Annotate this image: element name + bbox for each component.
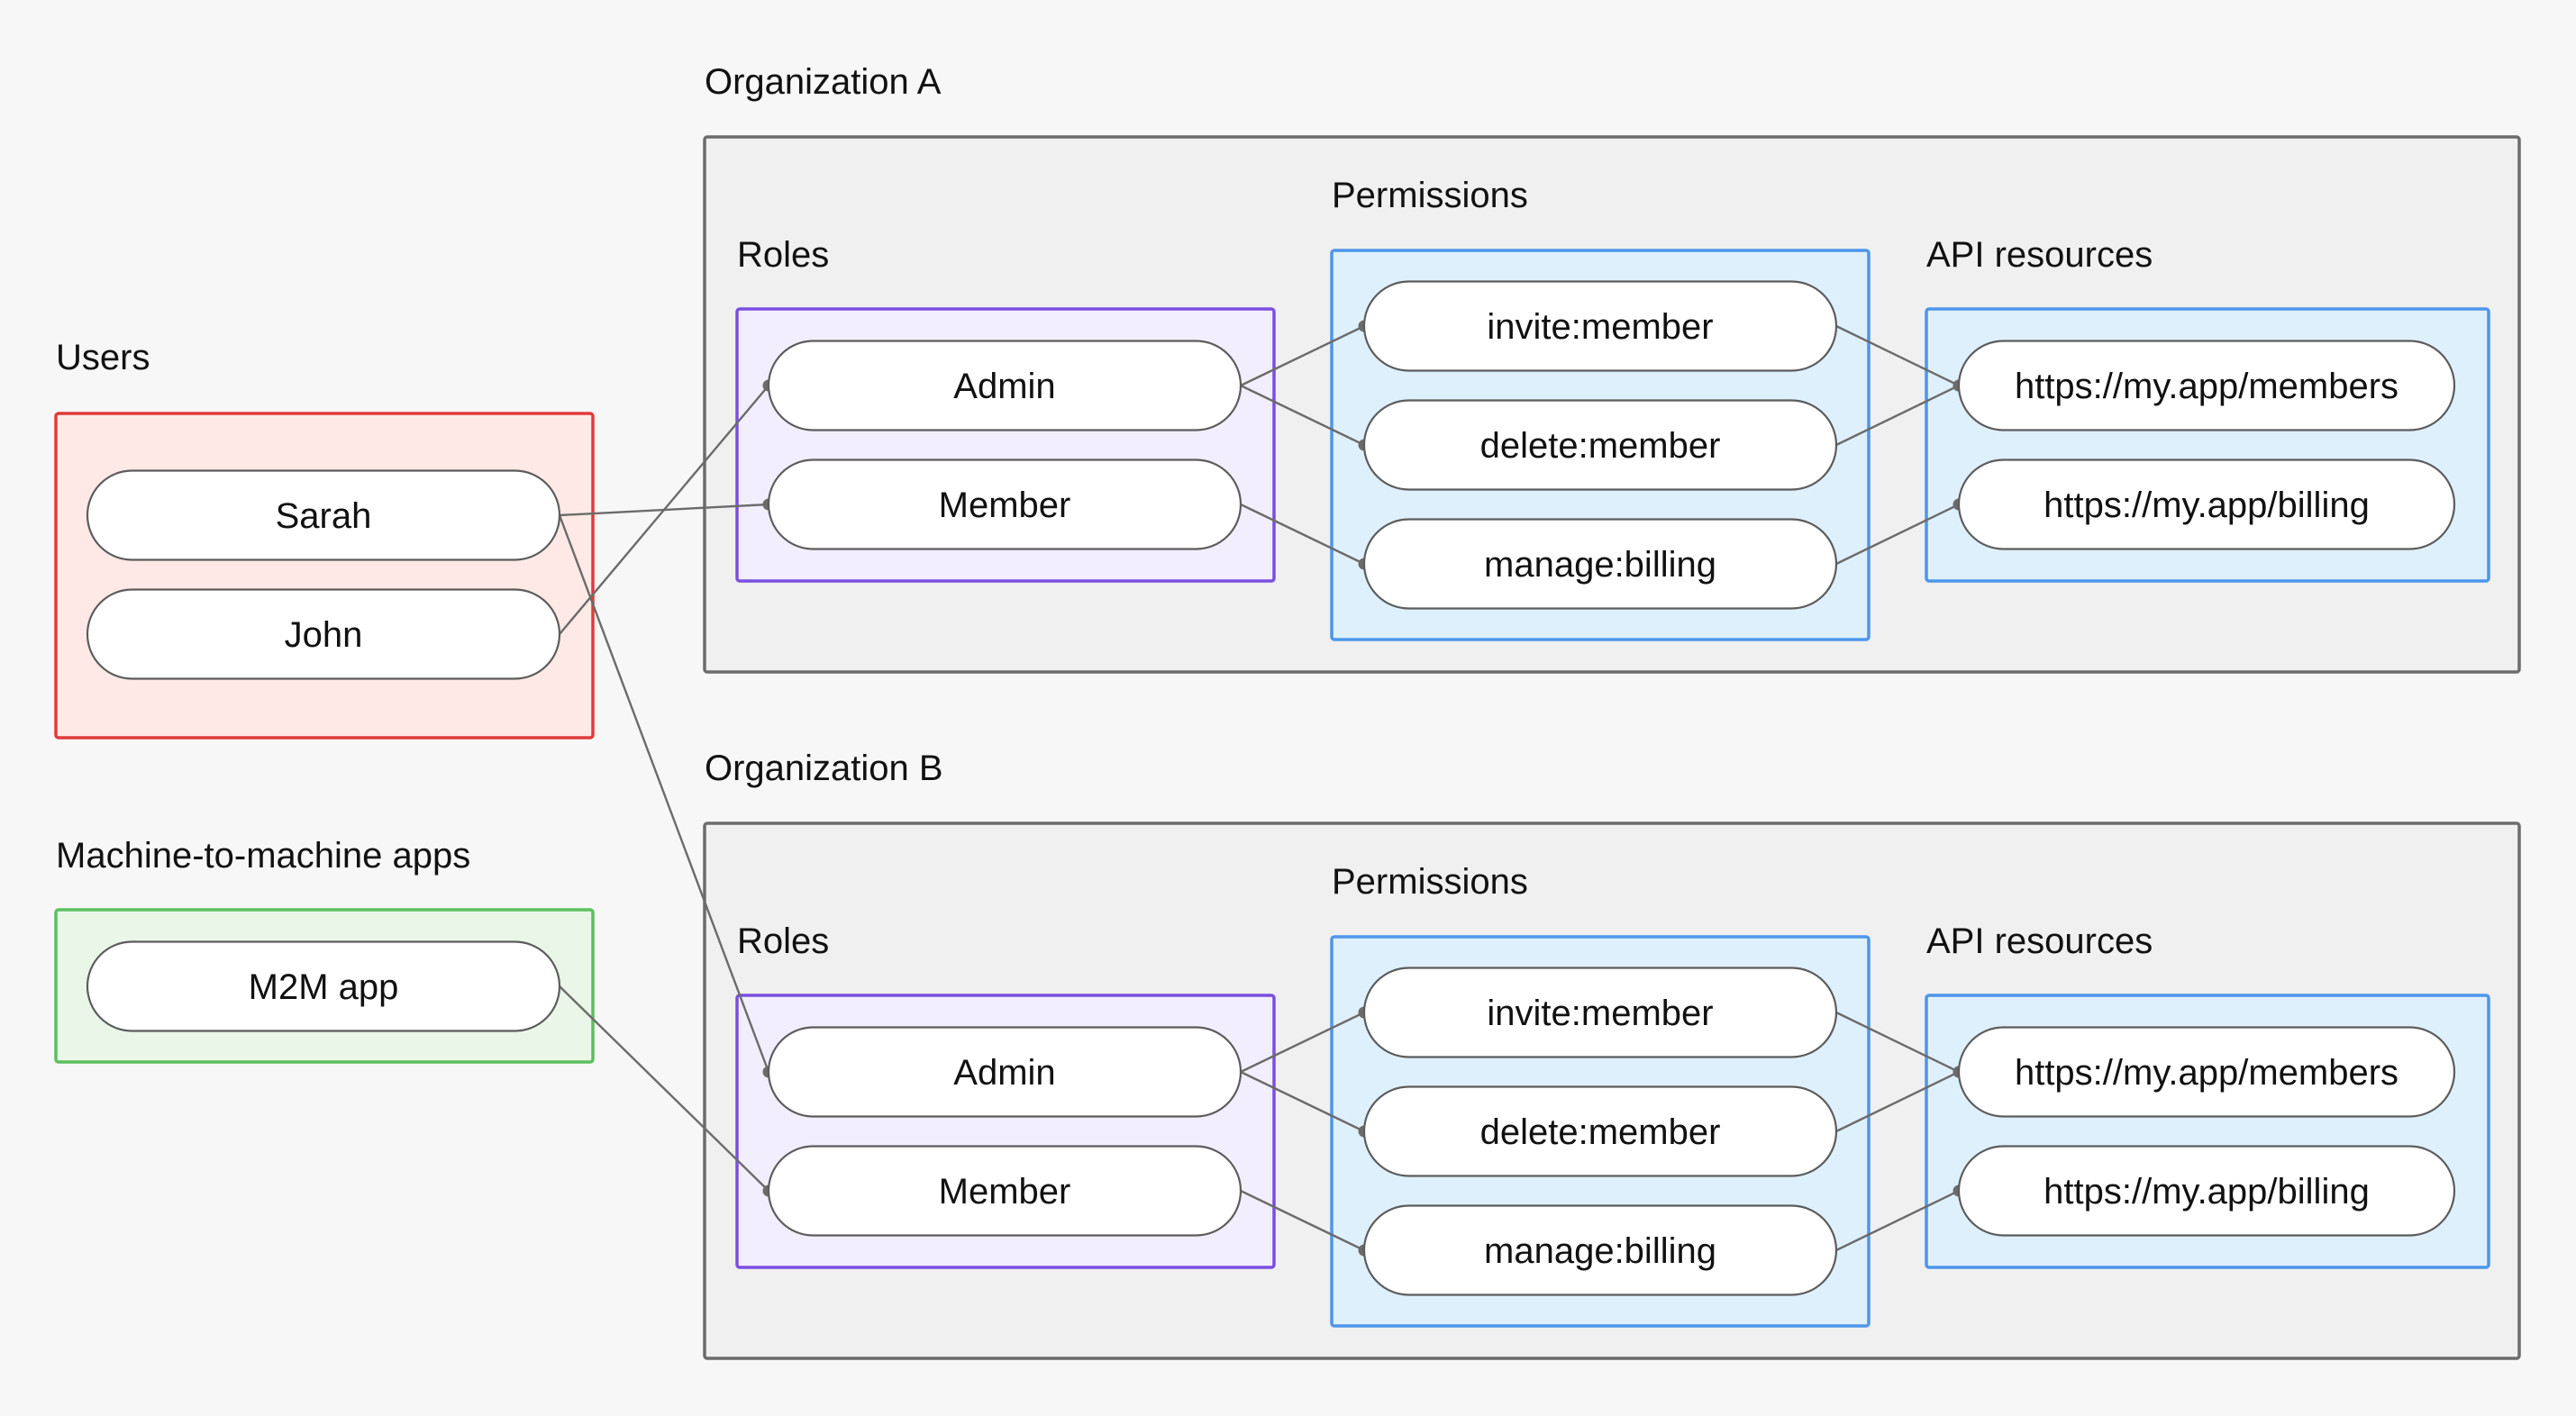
org-a-permission-delete-member-label: delete:member xyxy=(1480,426,1721,466)
users-group xyxy=(54,412,595,740)
org-b-resource-members-shape xyxy=(1957,1026,2456,1118)
org-b-resource-billing-label: https://my.app/billing xyxy=(2044,1172,2370,1212)
org-a-resource-billing[interactable]: https://my.app/billing xyxy=(1957,458,2456,550)
org-a-resource-members[interactable]: https://my.app/members xyxy=(1957,340,2456,431)
org-a-edge-admin-invite xyxy=(1240,324,1365,387)
org-a-edge-billing-billing xyxy=(1835,503,1960,566)
user-john[interactable]: John xyxy=(86,588,561,680)
org-b-roles-title: Roles xyxy=(737,921,829,961)
m2m-title: Machine-to-machine apps xyxy=(56,836,470,876)
org-b-permission-invite-member[interactable]: invite:member xyxy=(1362,967,1838,1058)
org-a-permission-invite-member-label: invite:member xyxy=(1487,307,1713,347)
org-a-resource-members-label: https://my.app/members xyxy=(2015,367,2399,406)
org-b-role-member-label: Member xyxy=(939,1172,1071,1212)
org-a-title: Organization A xyxy=(705,62,942,102)
org-a-resource-billing-label: https://my.app/billing xyxy=(2044,486,2370,525)
org-b-permission-delete-member-shape xyxy=(1362,1085,1838,1177)
org-a-role-member-label: Member xyxy=(939,486,1071,525)
org-b-permissions-title: Permissions xyxy=(1332,862,1528,902)
edge-m2m-orgb-member xyxy=(559,985,769,1192)
org-b-permission-delete-member-label: delete:member xyxy=(1480,1112,1721,1152)
org-b-resource-billing-shape xyxy=(1957,1145,2456,1237)
org-b-role-admin-label: Admin xyxy=(953,1053,1055,1093)
org-b-resource-members[interactable]: https://my.app/members xyxy=(1957,1026,2456,1118)
org-a-permission-manage-billing-shape xyxy=(1362,518,1838,610)
org-a-roles-title: Roles xyxy=(737,235,829,275)
edge-john-orga-admin xyxy=(559,385,769,635)
user-john-shape xyxy=(86,588,561,680)
org-b-edge-delete-members xyxy=(1835,1070,1960,1133)
user-john-label: John xyxy=(285,615,363,655)
edge-sarah-orgb-admin xyxy=(558,514,770,1073)
org-b-permission-delete-member[interactable]: delete:member xyxy=(1362,1085,1838,1177)
org-a-resources-title: API resources xyxy=(1926,235,2153,275)
org-b-permission-manage-billing-shape xyxy=(1362,1204,1838,1296)
org-a-permission-delete-member-shape xyxy=(1362,399,1838,491)
org-a-edge-admin-delete xyxy=(1240,384,1365,447)
org-a-permission-invite-member-shape xyxy=(1362,280,1838,372)
org-b-resource-billing[interactable]: https://my.app/billing xyxy=(1957,1145,2456,1237)
org-b-role-member[interactable]: Member xyxy=(767,1145,1242,1237)
org-b-permission-manage-billing[interactable]: manage:billing xyxy=(1362,1204,1838,1296)
org-a-role-admin-shape xyxy=(767,340,1242,431)
org-a-edge-member-billing xyxy=(1240,503,1365,566)
user-sarah-label: Sarah xyxy=(276,496,372,536)
org-b-edge-billing-billing xyxy=(1835,1189,1960,1252)
org-a-permission-delete-member[interactable]: delete:member xyxy=(1362,399,1838,491)
org-a-resource-members-shape xyxy=(1957,340,2456,431)
m2m-app[interactable]: M2M app xyxy=(86,940,561,1032)
org-b-permission-manage-billing-label: manage:billing xyxy=(1484,1231,1716,1271)
org-a-resource-billing-shape xyxy=(1957,458,2456,550)
org-b-title: Organization B xyxy=(705,749,943,788)
user-sarah-shape xyxy=(86,469,561,561)
m2m-app-shape xyxy=(86,940,561,1032)
org-b-resources-title: API resources xyxy=(1926,921,2153,961)
user-sarah[interactable]: Sarah xyxy=(86,469,561,561)
org-a-permissions-title: Permissions xyxy=(1332,176,1528,215)
org-a-role-member-shape xyxy=(767,458,1242,550)
org-a-permission-manage-billing-label: manage:billing xyxy=(1484,545,1716,585)
org-a-permission-invite-member[interactable]: invite:member xyxy=(1362,280,1838,372)
org-a-role-admin[interactable]: Admin xyxy=(767,340,1242,431)
org-b-resource-members-label: https://my.app/members xyxy=(2015,1053,2399,1093)
org-b-permission-invite-member-label: invite:member xyxy=(1487,994,1713,1033)
m2m-app-label: M2M app xyxy=(249,967,399,1007)
org-b-role-admin[interactable]: Admin xyxy=(767,1026,1242,1118)
org-a-edge-delete-members xyxy=(1835,384,1960,447)
org-b-edge-member-billing xyxy=(1240,1189,1365,1252)
org-b-edge-admin-delete xyxy=(1240,1070,1365,1133)
users-title: Users xyxy=(56,338,150,377)
org-b-role-admin-shape xyxy=(767,1026,1242,1118)
org-a-edge-invite-members xyxy=(1835,324,1960,387)
org-a-role-member[interactable]: Member xyxy=(767,458,1242,550)
org-b-permission-invite-member-shape xyxy=(1362,967,1838,1058)
org-b-edge-invite-members xyxy=(1835,1011,1960,1074)
org-b-edge-admin-invite xyxy=(1240,1011,1365,1074)
org-a-role-admin-label: Admin xyxy=(953,367,1055,406)
org-a-permission-manage-billing[interactable]: manage:billing xyxy=(1362,518,1838,610)
org-b-role-member-shape xyxy=(767,1145,1242,1237)
